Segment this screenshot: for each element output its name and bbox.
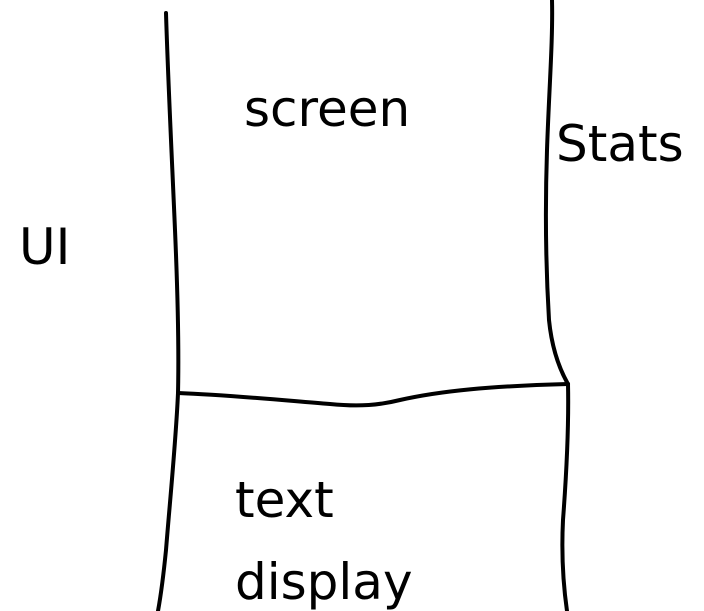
text-display-left-border (156, 391, 180, 611)
text-display-right-border (560, 382, 571, 611)
screen-label: screen (244, 80, 411, 138)
screen-left-border (164, 11, 181, 395)
text-display-label-line2: display (235, 553, 413, 611)
text-display-label-line1: text (235, 471, 334, 529)
ui-label: UI (19, 218, 71, 276)
screen-text-divider (176, 382, 570, 408)
screen-right-border (543, 0, 570, 386)
stats-label: Stats (556, 115, 684, 173)
